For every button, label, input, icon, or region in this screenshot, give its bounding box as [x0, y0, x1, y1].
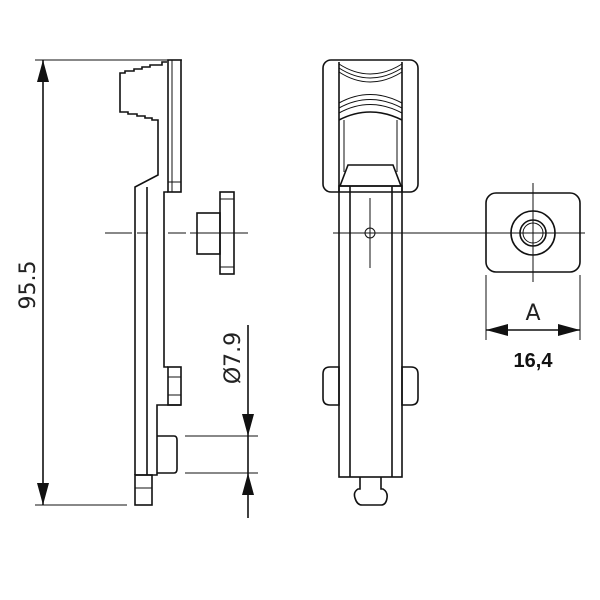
end-view	[485, 183, 581, 282]
width-dimension-label: A	[525, 301, 540, 326]
width-dimension-value: 16,4	[514, 350, 554, 372]
height-dimension: 95.5	[16, 59, 182, 506]
diameter-dimension: Ø7.9	[185, 325, 258, 518]
front-view	[322, 59, 585, 506]
side-view	[105, 59, 248, 506]
diameter-dimension-label: Ø7.9	[221, 332, 246, 384]
height-dimension-label: 95.5	[16, 261, 41, 310]
width-dimension: A 16,4	[485, 275, 581, 372]
